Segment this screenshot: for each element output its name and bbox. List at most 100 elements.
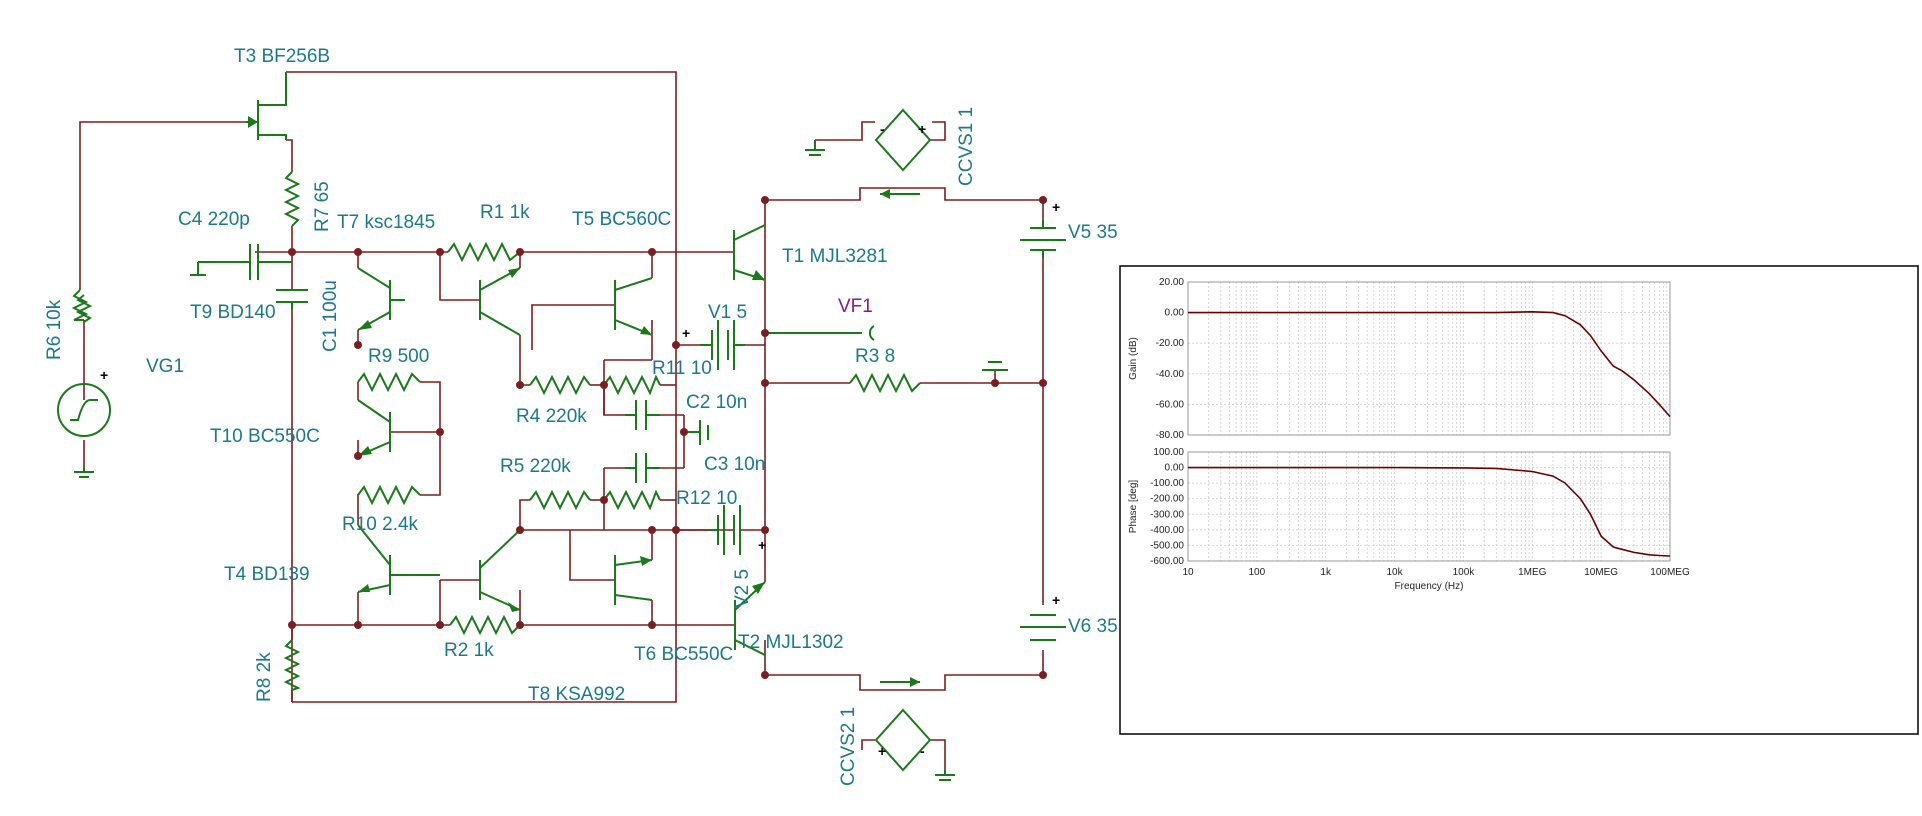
plot-area	[1187, 281, 1671, 436]
resistor-r3	[849, 372, 921, 394]
components	[57, 72, 1066, 781]
y-tick-label: 100.00	[1153, 447, 1184, 458]
label-vf1: VF1	[838, 296, 873, 317]
ccvs2-minus-sign: -	[920, 743, 925, 759]
capacitor-c4	[190, 244, 292, 280]
y-tick-label: -400.00	[1150, 525, 1184, 536]
label-c3: C3 10n	[704, 454, 765, 475]
transistor-t8	[479, 267, 521, 336]
transistor-t2	[734, 581, 766, 656]
label-r2: R2 1k	[444, 640, 494, 661]
label-t7: T7 ksc1845	[337, 212, 435, 233]
y-tick-label: -500.00	[1150, 540, 1184, 551]
label-t3: T3 BF256B	[234, 46, 330, 67]
probe-vf1	[765, 325, 875, 341]
plot-frame	[1119, 265, 1919, 735]
label-r10: R10 2.4k	[342, 514, 419, 535]
label-t4: T4 BD139	[224, 564, 310, 585]
battery-v1	[700, 320, 745, 370]
transistor-t5	[614, 277, 653, 336]
label-r12: R12 10	[676, 488, 737, 509]
polarity-signs: + + + + + - + + -	[100, 121, 1060, 759]
x-tick-label: 10	[1182, 567, 1194, 578]
x-tick-label: 1k	[1320, 567, 1332, 578]
label-v1: V1 5	[708, 302, 747, 323]
label-r1: R1 1k	[480, 202, 530, 223]
v6-plus-sign: +	[1052, 592, 1060, 608]
transistor-t4	[357, 524, 440, 595]
y-tick-label: -20.00	[1156, 338, 1185, 349]
transistor-t6-right	[614, 555, 653, 605]
resistor-r9	[357, 371, 421, 393]
resistor-r12	[603, 489, 661, 511]
label-c4: C4 220p	[178, 209, 250, 230]
transistor-t1	[733, 224, 766, 281]
y-tick-label: 20.00	[1159, 277, 1184, 288]
capacitor-c3	[625, 453, 660, 483]
y-tick-label: 0.00	[1165, 463, 1185, 474]
label-r3: R3 8	[855, 346, 895, 367]
label-r6: R6 10k	[44, 299, 65, 360]
label-t1: T1 MJL3281	[782, 246, 888, 267]
label-r9: R9 500	[368, 346, 429, 367]
x-tick-label: 1MEG	[1518, 567, 1547, 578]
y-axis-label: Gain (dB)	[1128, 337, 1139, 380]
ccvs1-minus-sign: -	[880, 121, 885, 137]
y-tick-label: -200.00	[1150, 494, 1184, 505]
y-tick-label: -600.00	[1150, 556, 1184, 567]
capacitor-c2	[625, 400, 660, 430]
label-c2: C2 10n	[686, 392, 747, 413]
y-tick-label: -300.00	[1150, 509, 1184, 520]
transistor-t6	[479, 529, 521, 612]
label-t8: T8 KSA992	[528, 684, 625, 705]
label-t5: T5 BC560C	[572, 209, 671, 230]
gain-chart: 20.00 0.00 -20.00 -40.00 -60.00 -80.00 Gain (d…	[1128, 277, 1671, 441]
label-r4: R4 220k	[516, 406, 587, 427]
bode-plot-panel: 20.00 0.00 -20.00 -40.00 -60.00 -80.00 Gain (d…	[1119, 265, 1919, 735]
v5-plus-sign: +	[1052, 199, 1060, 215]
current-arrow-bottom	[880, 677, 920, 687]
label-t2: T2 MJL1302	[738, 632, 844, 653]
y-tick-label: -80.00	[1156, 430, 1185, 441]
label-v5: V5 35	[1068, 222, 1118, 243]
plot-area	[1187, 451, 1671, 562]
y-tick-label: -60.00	[1156, 399, 1185, 410]
x-tick-label: 10MEG	[1584, 567, 1618, 578]
label-t10: T10 BC550C	[210, 426, 320, 447]
resistor-r4	[529, 374, 591, 396]
label-r5: R5 220k	[500, 456, 571, 477]
resistor-r11	[603, 374, 661, 396]
resistor-r7	[283, 171, 301, 227]
label-ccvs2: CCVS2 1	[838, 707, 859, 786]
label-t6: T6 BC550C	[634, 644, 733, 665]
junctions	[288, 196, 1047, 679]
label-ccvs1: CCVS1 1	[956, 107, 977, 186]
ccvs2-source	[874, 708, 955, 781]
ground-r3	[982, 361, 1008, 371]
source-vg1	[57, 383, 111, 478]
phase-curve	[1188, 466, 1671, 557]
gain-curve	[1188, 310, 1671, 418]
x-tick-label: 100k	[1453, 567, 1476, 578]
v2-plus-sign: +	[758, 537, 766, 553]
label-v6: V6 35	[1068, 616, 1118, 637]
vg1-plus-sign: +	[100, 367, 108, 383]
transistor-t10	[357, 399, 391, 457]
battery-v2	[710, 505, 741, 555]
label-r11: R11 10	[652, 358, 712, 379]
phase-chart: 100.000.00-100.00-200.00-300.00-400.00-5…	[1128, 447, 1690, 592]
ccvs1-source	[805, 108, 932, 172]
label-v2: V2 5	[732, 569, 753, 608]
label-t9: T9 BD140	[190, 302, 276, 323]
label-c1: C1 100u	[320, 280, 341, 352]
y-tick-label: -40.00	[1156, 369, 1185, 380]
resistor-r8	[283, 639, 301, 691]
transistor-t3	[246, 72, 287, 140]
x-axis-label: Frequency (Hz)	[1395, 581, 1464, 592]
y-tick-label: 0.00	[1165, 308, 1185, 319]
x-tick-label: 100MEG	[1650, 567, 1690, 578]
y-axis-label: Phase [deg]	[1128, 480, 1139, 534]
transistor-t7	[357, 267, 405, 331]
resistor-r5	[529, 489, 591, 511]
